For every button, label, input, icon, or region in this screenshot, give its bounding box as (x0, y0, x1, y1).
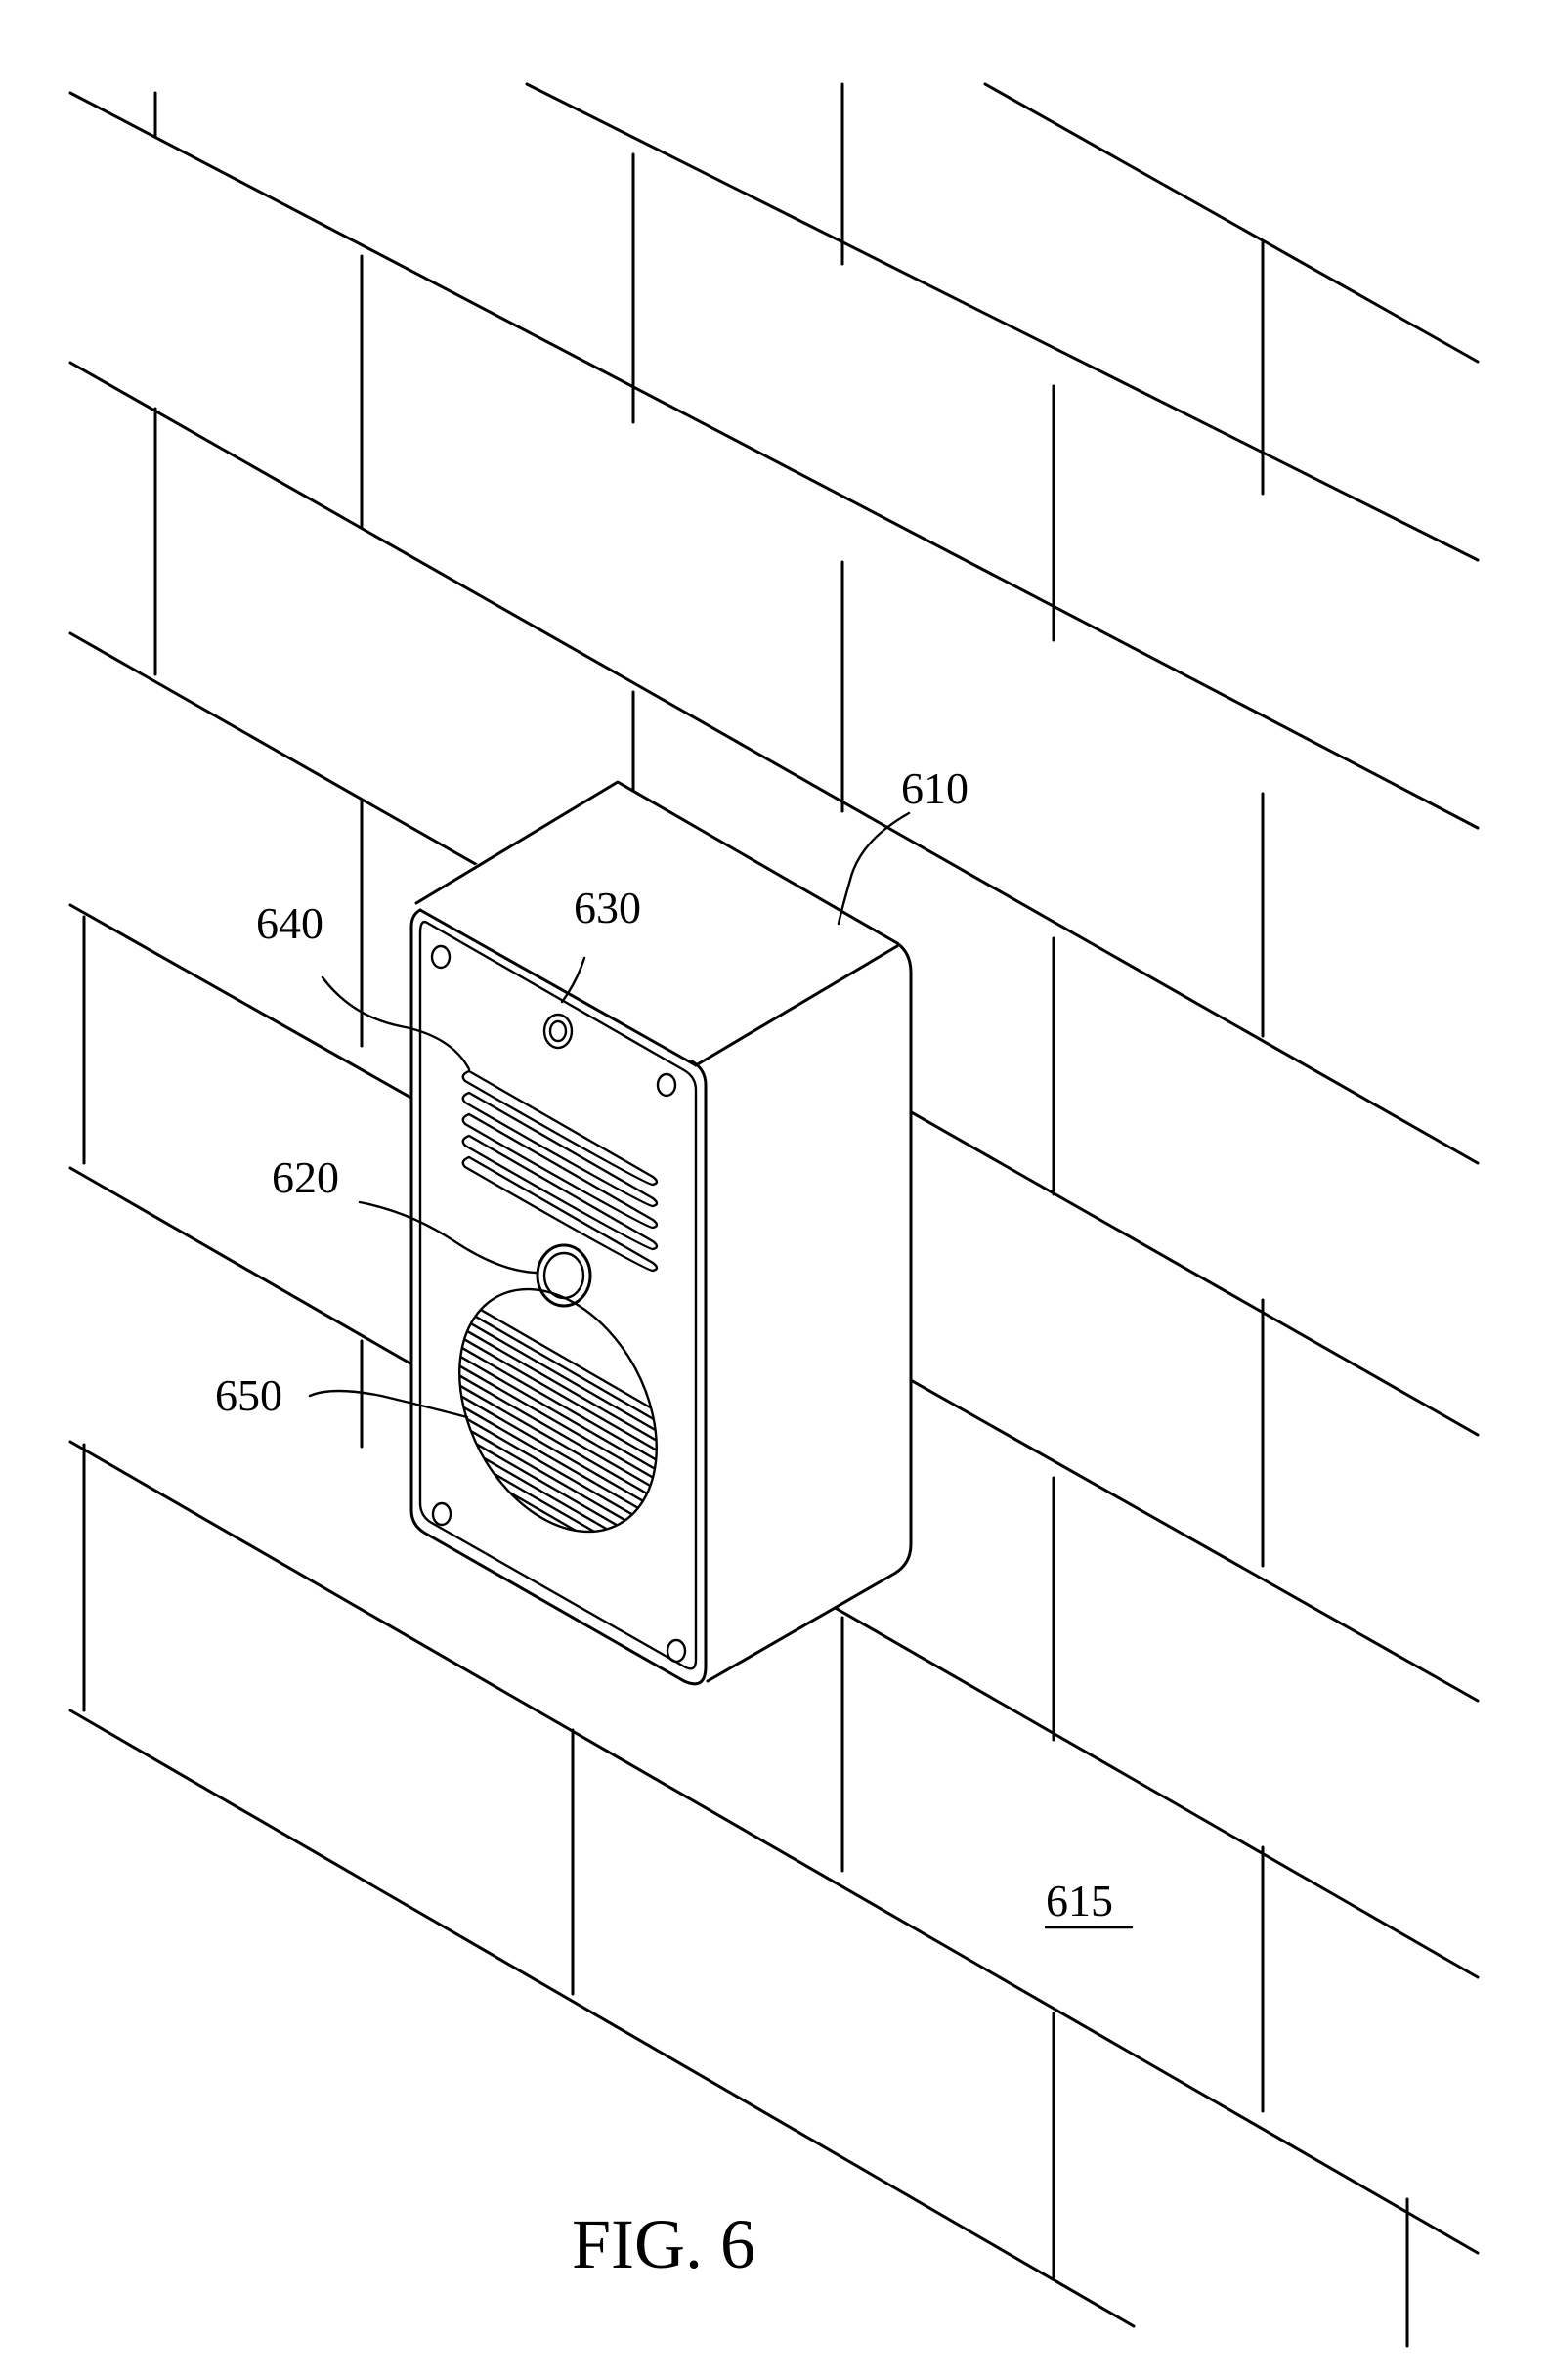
label-615: 615 (1046, 1876, 1113, 1926)
label-640: 640 (256, 898, 323, 948)
label-620: 620 (272, 1152, 339, 1202)
label-650: 650 (215, 1370, 282, 1420)
label-630: 630 (574, 883, 641, 932)
label-610: 610 (901, 763, 969, 813)
intercom-housing (411, 782, 911, 1686)
figure-caption: FIG. 6 (572, 2205, 755, 2283)
